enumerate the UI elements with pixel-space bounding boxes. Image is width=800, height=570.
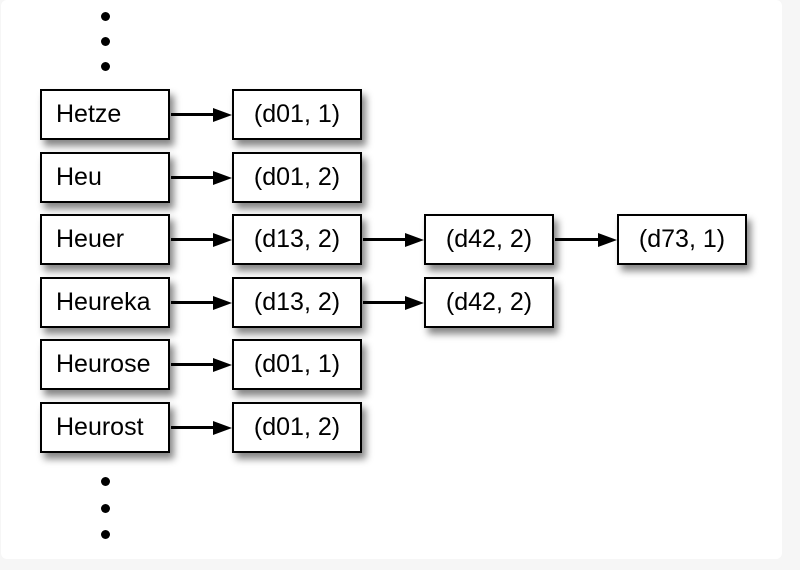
- term-box: Heureka: [40, 277, 170, 328]
- posting-box: (d01, 2): [232, 402, 362, 453]
- arrow-shaft: [171, 113, 217, 116]
- posting-box: (d01, 1): [232, 339, 362, 390]
- arrow-right-icon: [405, 295, 424, 310]
- posting-box: (d73, 1): [617, 214, 747, 265]
- arrow-shaft: [363, 301, 409, 304]
- ellipsis-bottom-dot: [100, 477, 110, 486]
- posting-box: (d42, 2): [424, 277, 554, 328]
- ellipsis-bottom-dot: [100, 504, 110, 513]
- arrow-right-icon: [213, 357, 232, 372]
- ellipsis-top-dot: [100, 12, 110, 21]
- term-box: Heurose: [40, 339, 170, 390]
- arrow-shaft: [171, 238, 217, 241]
- arrow-shaft: [171, 426, 217, 429]
- posting-box: (d01, 1): [232, 89, 362, 140]
- arrow-right-icon: [213, 295, 232, 310]
- arrow-right-icon: [213, 232, 232, 247]
- arrow-right-icon: [405, 232, 424, 247]
- term-box: Heu: [40, 152, 170, 203]
- arrow-shaft: [555, 238, 602, 241]
- arrow-shaft: [363, 238, 409, 241]
- arrow-right-icon: [213, 107, 232, 122]
- posting-box: (d13, 2): [232, 277, 362, 328]
- posting-box: (d01, 2): [232, 152, 362, 203]
- posting-box: (d13, 2): [232, 214, 362, 265]
- term-box: Hetze: [40, 89, 170, 140]
- ellipsis-top-dot: [100, 62, 110, 71]
- ellipsis-top-dot: [100, 37, 110, 46]
- arrow-right-icon: [213, 170, 232, 185]
- term-box: Heuer: [40, 214, 170, 265]
- arrow-shaft: [171, 176, 217, 179]
- term-box: Heurost: [40, 402, 170, 453]
- ellipsis-bottom-dot: [100, 530, 110, 539]
- posting-box: (d42, 2): [424, 214, 554, 265]
- arrow-shaft: [171, 301, 217, 304]
- arrow-right-icon: [213, 420, 232, 435]
- arrow-right-icon: [598, 232, 617, 247]
- arrow-shaft: [171, 363, 217, 366]
